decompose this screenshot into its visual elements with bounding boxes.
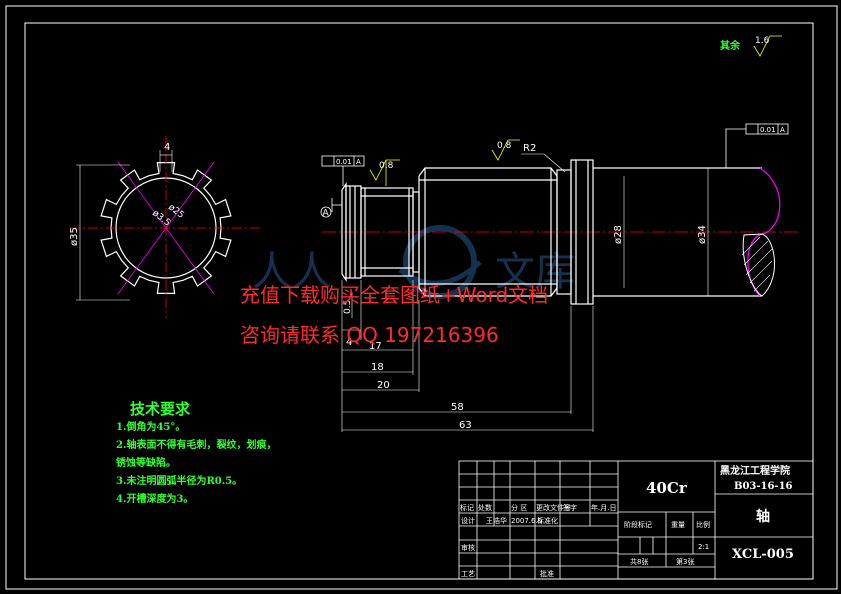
dim-20: 20 (377, 380, 390, 391)
tb-scale-label: 比例 (696, 520, 710, 529)
tb-std-label: 标准化 (537, 516, 558, 525)
tb-col-date: 年.月.日 (591, 503, 616, 512)
title-material: 40Cr (646, 479, 688, 497)
dim-r2: R2 (523, 143, 536, 154)
tb-col-count: 处数 (478, 503, 492, 512)
shaft-section-hatch (742, 233, 775, 297)
shaft-view (322, 159, 800, 305)
dim-17: 17 (369, 341, 382, 352)
spline-section: 4 ø35 ø3.5 ø25 (69, 136, 262, 318)
outer-border (5, 5, 838, 590)
dim-small: 0.5 (343, 300, 353, 314)
tb-approve-label: 批准 (540, 569, 554, 578)
dim-key-width: 4 (164, 142, 170, 153)
tb-process-label: 工艺 (461, 570, 475, 578)
dim-d34: ø34 (697, 225, 708, 244)
dim-63: 63 (459, 420, 472, 431)
tb-sheet-no: 第3张 (676, 557, 694, 566)
svg-text:人人: 人人 (252, 249, 332, 295)
dim-4: 4 (346, 337, 352, 348)
tb-col-docno: 更改文件号 (536, 503, 571, 512)
tb-col-mark: 标记 (460, 503, 474, 512)
tolerance-frames (321, 123, 789, 186)
shaft-shoulder (570, 159, 594, 305)
dim-18: 18 (371, 362, 384, 373)
tol-left-datum: A (356, 158, 361, 166)
requirement-4: 4.开槽深度为3。 (116, 492, 193, 505)
spline-teeth-outline (100, 162, 232, 294)
requirements-heading: 技术要求 (130, 400, 191, 418)
title-drawing-no: XCL-005 (732, 547, 794, 562)
tb-weight-label: 重量 (671, 521, 685, 529)
dim-58: 58 (451, 402, 464, 413)
shaft-dimensions (341, 153, 709, 432)
inner-border (24, 22, 814, 580)
tb-stage-label: 阶段标记 (624, 520, 652, 529)
tb-design-label: 设计 (461, 516, 475, 525)
tb-col-sign: 签字 (563, 503, 577, 512)
dim-outer-dia: ø35 (69, 227, 80, 246)
tol-right-datum: A (780, 126, 785, 134)
dim-d28: ø28 (613, 225, 624, 244)
tb-design-date: 2007.6.6 (511, 517, 543, 525)
watermark-line1: 充值下载购买全套图纸+Word文档 (240, 283, 548, 307)
title-block (458, 460, 814, 580)
requirement-3: 3.未注明圆弧半径为R0.5。 (116, 474, 242, 487)
svg-text:文库: 文库 (495, 249, 575, 295)
tol-right-value: 0.01 (760, 126, 776, 134)
tb-total-sheets: 共8张 (630, 557, 648, 566)
requirement-2: 2.轴表面不得有毛刺，裂纹，划痕， (116, 438, 276, 451)
tb-designer: 王浩华 (486, 516, 507, 525)
tb-scale: 2:1 (698, 543, 709, 551)
tol-left-value: 0.01 (336, 158, 352, 166)
requirement-2b: 锈蚀等缺陷。 (116, 456, 176, 469)
title-part-name: 轴 (756, 508, 770, 525)
title-class-code: B03-16-16 (734, 481, 793, 492)
title-school: 黑龙江工程学院 (720, 464, 790, 477)
requirement-1: 1.倒角为45°。 (116, 420, 185, 433)
shaft-end-chamfer (341, 182, 347, 282)
roughness-marks (369, 35, 782, 186)
watermark-line2: 咨询请联系 QQ 197216396 (240, 323, 499, 347)
roughness-a1: 0.8 (379, 161, 394, 171)
roughness-rest-value: 1.6 (755, 36, 770, 46)
roughness-rest-label: 其余 (720, 39, 741, 52)
watermark-logo: 人人 文库 (252, 225, 575, 299)
roughness-a2: 0.8 (497, 141, 512, 151)
tb-col-zone: 分 区 (511, 503, 527, 512)
datum-label: A (323, 209, 330, 219)
datum-circle (320, 206, 332, 218)
tb-review-label: 审核 (461, 543, 475, 552)
